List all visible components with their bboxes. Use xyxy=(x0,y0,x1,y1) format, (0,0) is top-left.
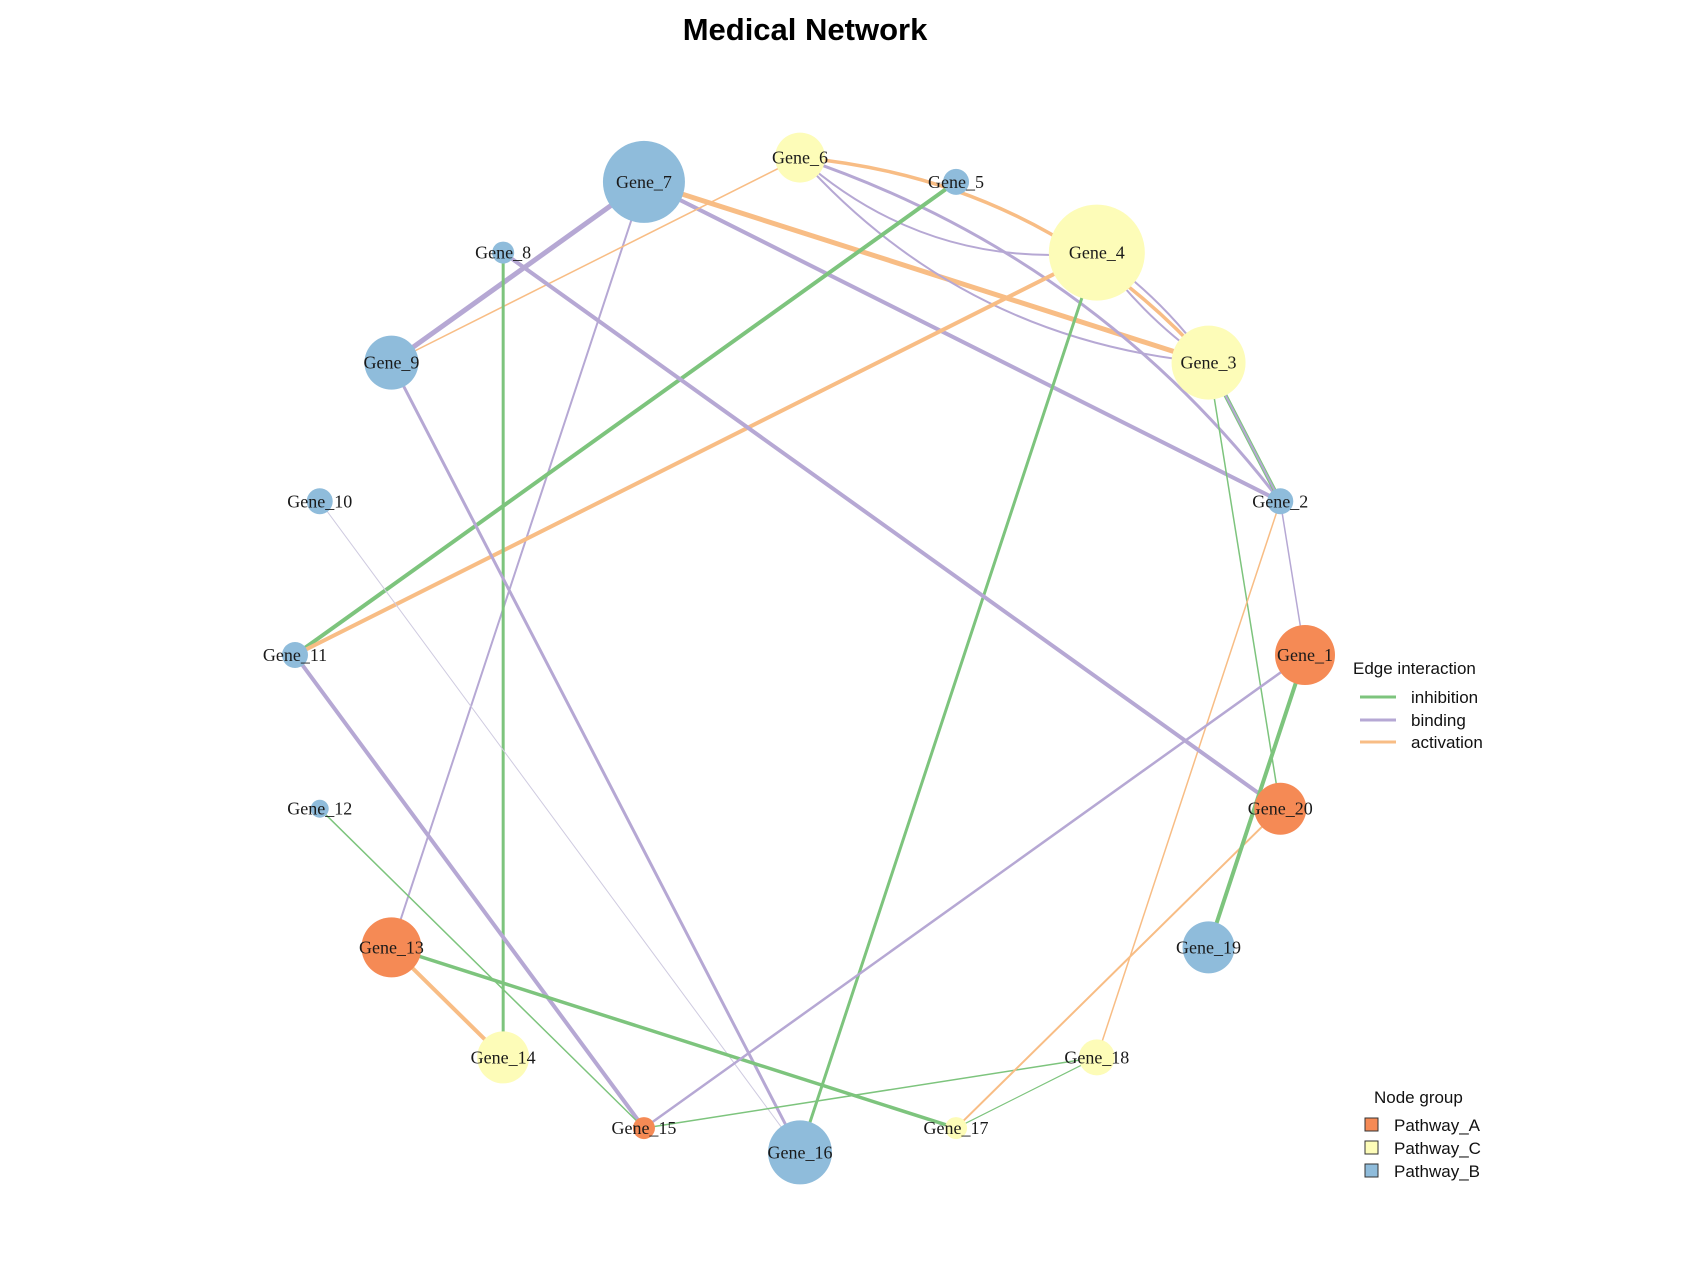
node-gene-1[interactable] xyxy=(1275,625,1335,685)
node-label-gene-5: Gene_5 xyxy=(928,172,984,192)
node-label-gene-7: Gene_7 xyxy=(616,172,672,192)
legend-item-activation: activation xyxy=(1360,733,1483,752)
node-label-gene-2: Gene_2 xyxy=(1252,491,1308,511)
node-label-gene-13: Gene_13 xyxy=(359,937,424,957)
node-label-gene-19: Gene_19 xyxy=(1176,937,1241,957)
node-layer xyxy=(282,132,1335,1185)
edge-binding-gene8-gene20 xyxy=(501,250,1283,811)
edge-inhibition-gene13-gene17 xyxy=(389,945,958,1130)
node-gene-10[interactable] xyxy=(306,488,333,515)
legend-item-inhibition: inhibition xyxy=(1360,688,1478,707)
legend-label-pathway-c: Pathway_C xyxy=(1394,1139,1481,1158)
legend-swatch-pathway-c xyxy=(1364,1140,1379,1155)
node-gene-13[interactable] xyxy=(361,917,422,978)
node-gene-15[interactable] xyxy=(632,1117,655,1140)
legend-item-pathway-c: Pathway_C xyxy=(1364,1139,1481,1158)
node-label-gene-3: Gene_3 xyxy=(1181,353,1237,373)
node-label-gene-11: Gene_11 xyxy=(263,645,327,665)
node-label-gene-20: Gene_20 xyxy=(1248,799,1313,819)
node-gene-18[interactable] xyxy=(1078,1039,1115,1076)
node-gene-8[interactable] xyxy=(492,241,515,264)
legend-label-pathway-b: Pathway_B xyxy=(1394,1162,1480,1181)
edge-inhibition-gene4-gene16 xyxy=(798,251,1099,1154)
node-label-gene-6: Gene_6 xyxy=(772,148,828,168)
node-gene-16[interactable] xyxy=(768,1120,832,1185)
node-gene-6[interactable] xyxy=(775,132,825,183)
edge-activation-gene17-gene20 xyxy=(955,807,1282,1130)
node-gene-7[interactable] xyxy=(602,140,685,223)
node-gene-20[interactable] xyxy=(1254,782,1307,835)
legend-label-activation: activation xyxy=(1411,733,1483,752)
edge-layer xyxy=(293,155,1307,1154)
chart-title: Medical Network xyxy=(682,12,928,47)
edge-binding-gene9-gene16 xyxy=(389,361,802,1154)
edge-binding-gene6-gene3 xyxy=(799,156,1210,364)
node-gene-3[interactable] xyxy=(1171,325,1246,400)
label-layer: Gene_1 Gene_2 Gene_3 Gene_4 Gene_5 Gene_6Gene… xyxy=(263,148,1333,1163)
node-gene-2[interactable] xyxy=(1267,488,1294,515)
node-gene-11[interactable] xyxy=(282,642,308,668)
legend-item-pathway-b: Pathway_B xyxy=(1364,1162,1480,1181)
node-gene-9[interactable] xyxy=(364,335,419,390)
edge-inhibition-gene5-gene11 xyxy=(293,179,959,657)
edge-inhibition-gene17-gene18 xyxy=(955,1056,1098,1129)
edge-activation-gene2-gene18 xyxy=(1096,500,1282,1059)
edge-inhibition-gene3-gene20 xyxy=(1207,361,1282,810)
node-label-gene-8: Gene_8 xyxy=(475,243,531,263)
node-gene-4[interactable] xyxy=(1048,204,1145,301)
node-legend-title: Node group xyxy=(1374,1088,1463,1107)
node-label-gene-1: Gene_1 xyxy=(1277,645,1333,665)
edge-binding-gene6-gene2 xyxy=(798,156,1282,503)
node-label-gene-17: Gene_17 xyxy=(924,1118,989,1138)
node-label-gene-16: Gene_16 xyxy=(768,1142,833,1162)
node-gene-5[interactable] xyxy=(943,168,970,195)
edge-legend: Edge interaction inhibition binding acti… xyxy=(1353,659,1483,752)
legend-item-binding: binding xyxy=(1360,711,1466,730)
edge-binding-gene7-gene13 xyxy=(390,180,645,949)
edge-binding-gene15-gene1 xyxy=(642,653,1307,1130)
edge-binding-gene10-gene16 xyxy=(319,500,801,1153)
node-label-gene-14: Gene_14 xyxy=(471,1047,536,1067)
edge-legend-title: Edge interaction xyxy=(1353,659,1476,678)
node-gene-14[interactable] xyxy=(477,1031,530,1084)
legend-label-pathway-a: Pathway_A xyxy=(1394,1116,1481,1135)
node-gene-12[interactable] xyxy=(310,799,329,818)
node-label-gene-15: Gene_15 xyxy=(611,1118,676,1138)
edge-binding-gene7-gene9 xyxy=(388,179,647,366)
edge-binding-gene11-gene15 xyxy=(293,653,646,1131)
edge-binding-gene7-gene2 xyxy=(641,179,1283,504)
legend-label-inhibition: inhibition xyxy=(1411,688,1478,707)
node-label-gene-4: Gene_4 xyxy=(1069,243,1125,263)
edge-activation-gene6-gene3 xyxy=(798,155,1211,365)
node-gene-19[interactable] xyxy=(1182,921,1235,974)
legend-swatch-pathway-b xyxy=(1364,1163,1379,1178)
node-gene-17[interactable] xyxy=(945,1117,968,1140)
edge-inhibition-gene12-gene15 xyxy=(318,807,645,1129)
edge-activation-gene6-gene9 xyxy=(390,156,801,364)
node-label-gene-9: Gene_9 xyxy=(363,353,419,373)
edge-activation-gene4-gene11 xyxy=(293,250,1099,657)
edge-inhibition-gene15-gene18 xyxy=(643,1056,1098,1129)
node-label-gene-10: Gene_10 xyxy=(287,491,352,511)
node-label-gene-12: Gene_12 xyxy=(287,799,352,819)
legend-item-pathway-a: Pathway_A xyxy=(1364,1116,1481,1135)
edge-activation-gene7-gene3 xyxy=(641,179,1212,366)
legend-label-binding: binding xyxy=(1411,711,1466,730)
legend-swatch-pathway-a xyxy=(1364,1117,1379,1132)
node-legend: Node group Pathway_A Pathway_C Pathway_B xyxy=(1364,1088,1481,1181)
node-label-gene-18: Gene_18 xyxy=(1064,1047,1129,1067)
